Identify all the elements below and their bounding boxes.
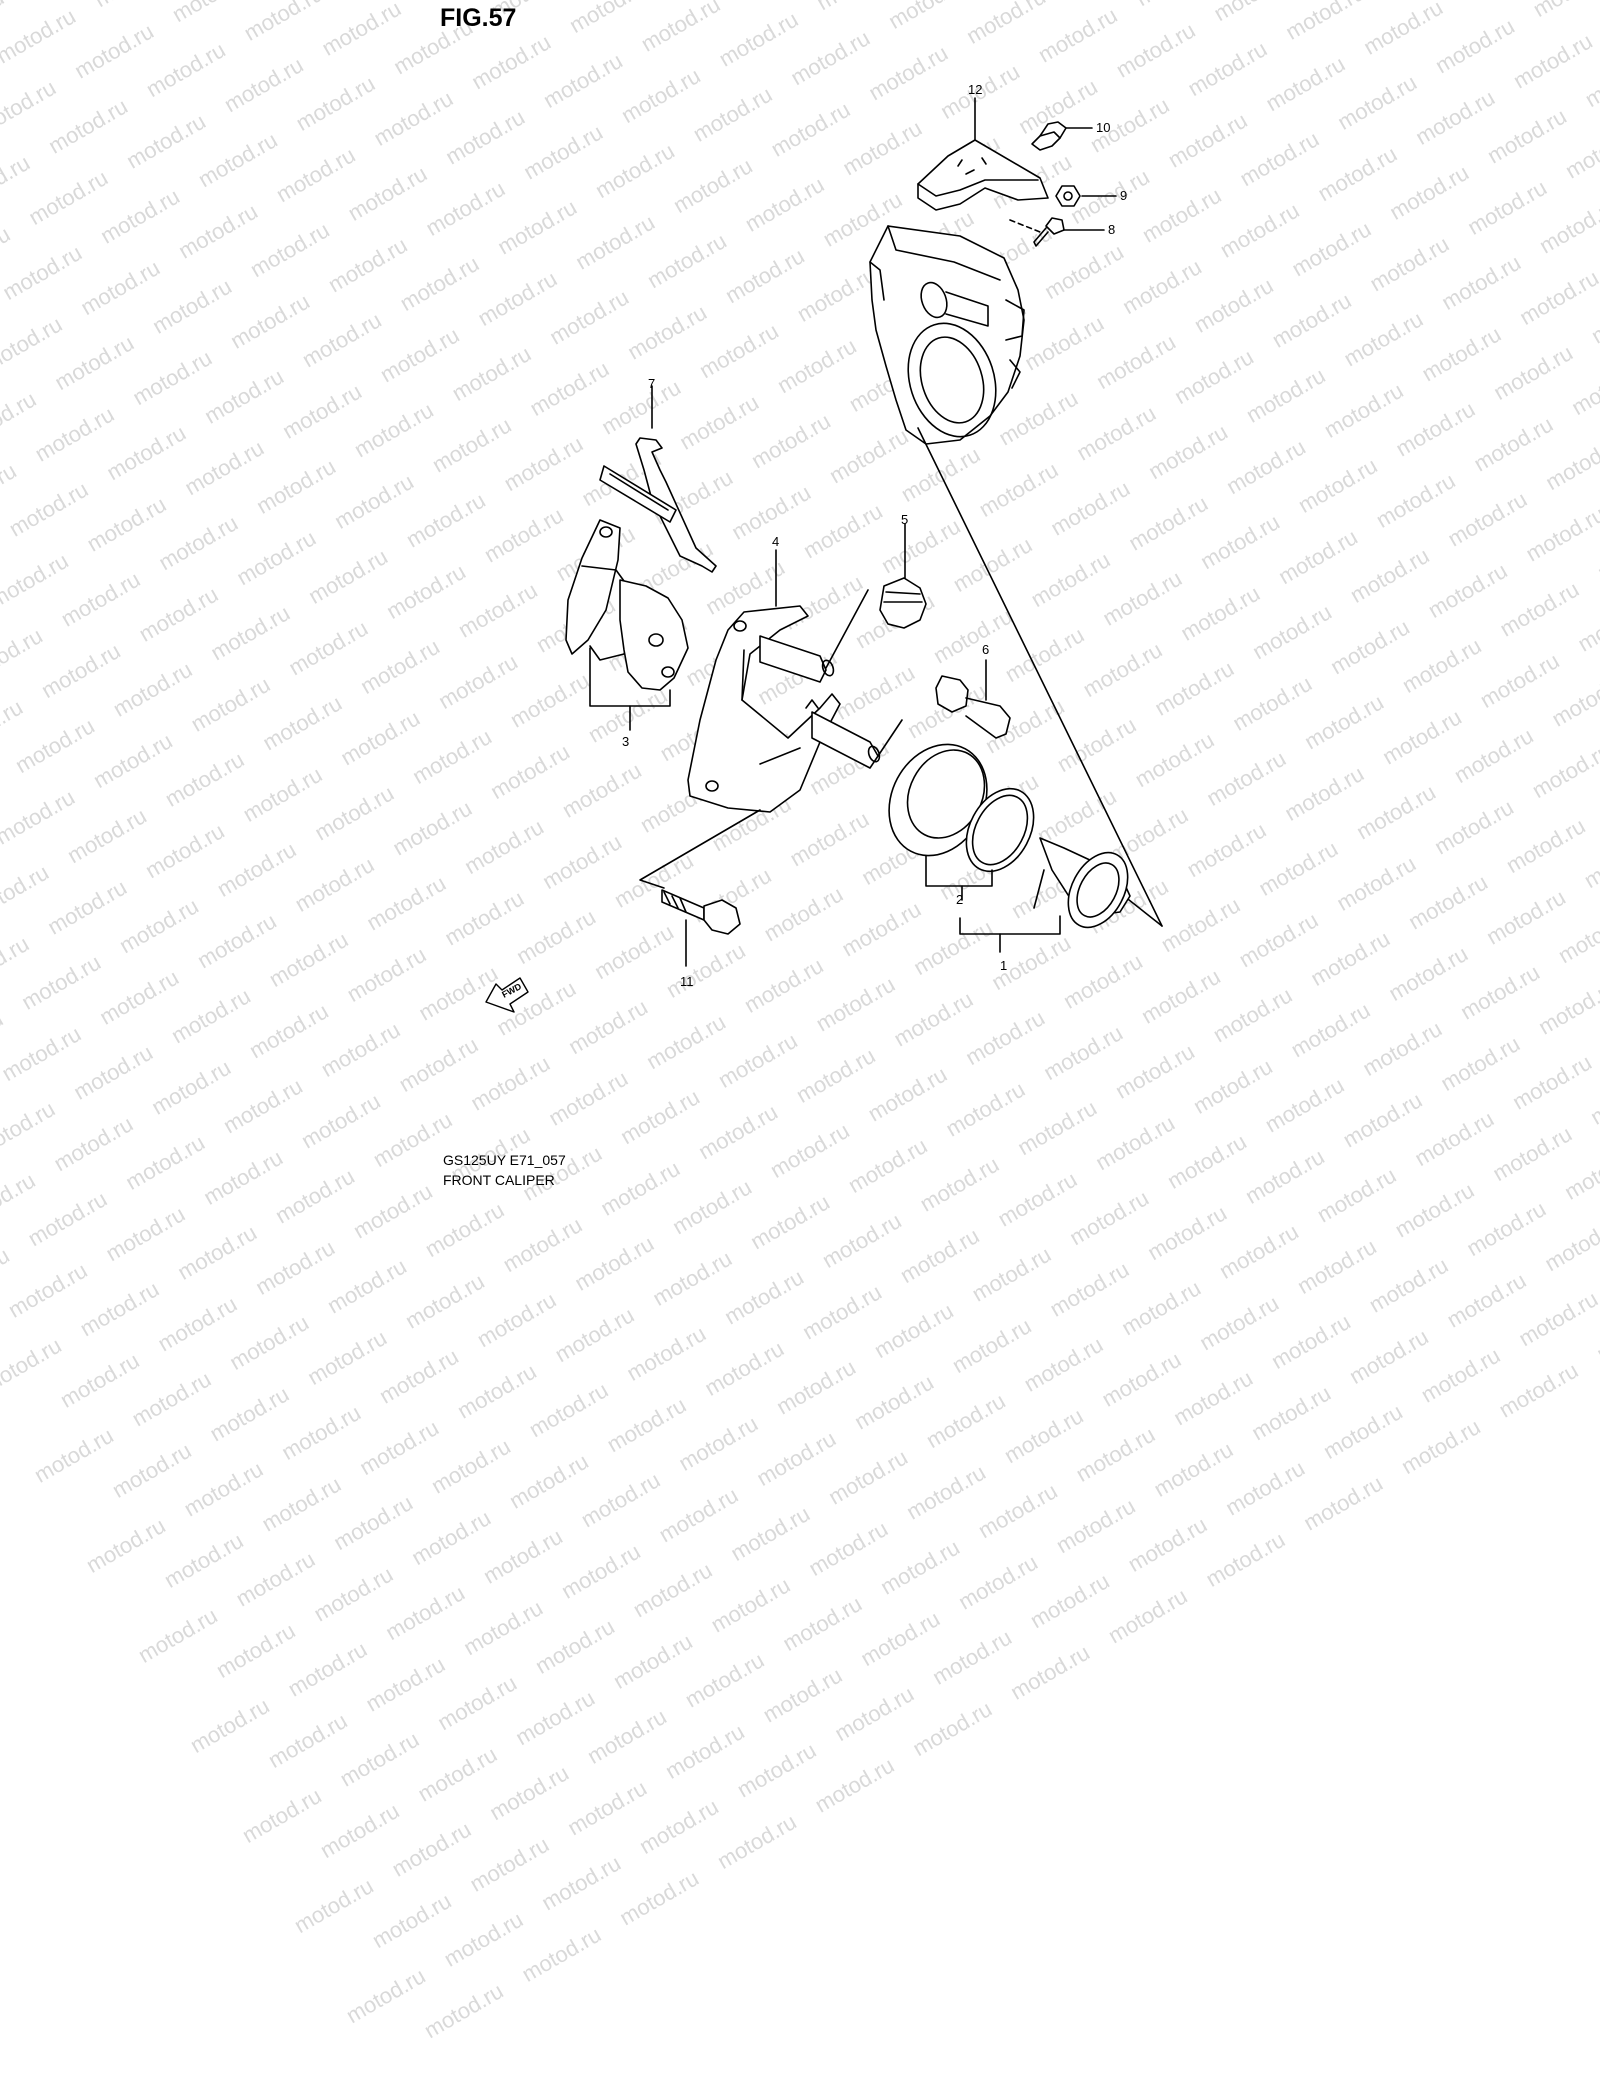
assembly-line-caliper: [917, 427, 1163, 927]
callout-2: 2: [956, 892, 963, 907]
part-8-screw[interactable]: [1009, 217, 1105, 247]
callout-9: 9: [1120, 188, 1127, 203]
assembly-line-bolt-11: [639, 809, 761, 889]
part-1-piston[interactable]: [959, 837, 1140, 953]
exploded-parts-diagram: FWD 1 2 3 4 5 6 7 8 9 10 11 12: [485, 82, 1163, 1013]
assembly-name: FRONT CALIPER: [443, 1172, 555, 1188]
part-10-bolt[interactable]: [1031, 121, 1093, 151]
callout-4: 4: [772, 534, 779, 549]
forward-direction-arrow: FWD: [485, 977, 529, 1013]
callout-11: 11: [680, 974, 694, 989]
callout-3: 3: [622, 734, 629, 749]
part-4-bracket[interactable]: [687, 549, 881, 813]
callout-10: 10: [1096, 120, 1110, 135]
assembly-line-boot: [825, 589, 869, 669]
part-2-seals[interactable]: [870, 727, 1047, 901]
part-3-brake-pads[interactable]: [565, 519, 689, 731]
diagram-code: GS125UY E71_057: [443, 1152, 566, 1168]
part-9-nut[interactable]: [1055, 185, 1117, 207]
part-12-cover-plate[interactable]: [917, 97, 1049, 211]
part-5-boot[interactable]: [879, 523, 927, 629]
callout-5: 5: [901, 512, 908, 527]
part-6-bleeder[interactable]: [935, 659, 1011, 739]
caliper-body[interactable]: [869, 225, 1025, 448]
callout-6: 6: [982, 642, 989, 657]
part-11-bolt[interactable]: [661, 889, 741, 967]
figure-title: FIG.57: [440, 4, 517, 32]
part-7-pad-spring[interactable]: [599, 385, 717, 573]
callout-12: 12: [968, 82, 982, 97]
callout-8: 8: [1108, 222, 1115, 237]
callout-7: 7: [648, 376, 655, 391]
callout-1: 1: [1000, 958, 1007, 973]
